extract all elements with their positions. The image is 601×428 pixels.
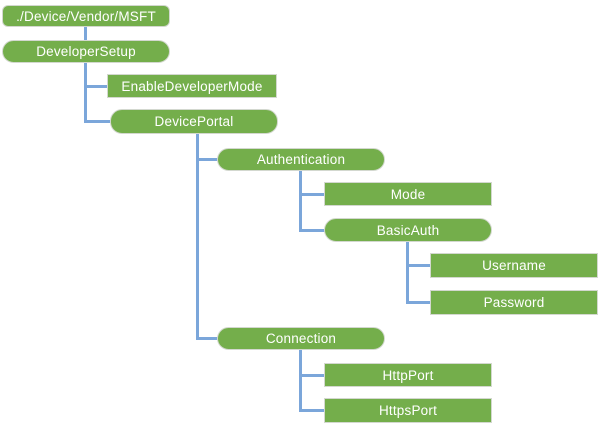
node-enable-developer-mode: EnableDeveloperMode [107,74,277,98]
node-http-port: HttpPort [324,363,492,387]
connector-branch-username [406,264,432,267]
connector-branch-mode [299,193,325,196]
connector-deviceportal-trunk [196,132,199,340]
node-developer-setup: DeveloperSetup [2,40,170,63]
node-device-portal: DevicePortal [110,109,278,134]
node-https-port: HttpsPort [324,398,492,423]
node-mode: Mode [324,182,492,206]
connector-branch-deviceportal [84,120,112,123]
connector-authentication-trunk [299,170,302,232]
connector-branch-authentication [196,158,220,161]
node-connection: Connection [217,327,385,350]
connector-developersetup-trunk [84,62,87,123]
node-username: Username [430,253,598,278]
connector-branch-connection [196,337,220,340]
connector-branch-httpsport [299,409,326,412]
connector-branch-httpport [299,374,326,377]
connector-connection-trunk [299,349,302,411]
connector-branch-basicauth [299,229,326,232]
connector-branch-password [406,301,432,304]
node-root-path: ./Device/Vendor/MSFT [2,5,170,27]
connector-branch-enabledevelopermode [84,85,108,88]
node-authentication: Authentication [217,148,385,171]
connector-basicauth-trunk [406,241,409,303]
node-password: Password [430,290,598,315]
node-basic-auth: BasicAuth [324,218,492,242]
connector-root-developersetup [84,26,87,41]
